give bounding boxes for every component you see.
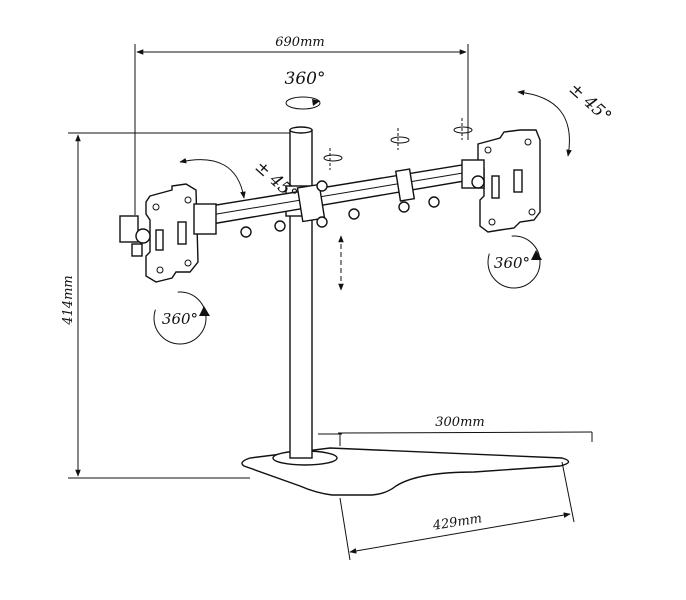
height-label: 414mm [61, 275, 76, 325]
left-rotation-indicator: 360° [153, 291, 210, 345]
left-vesa-plate [119, 183, 217, 283]
arm-swivel-markers [323, 118, 473, 170]
right-tilt-label: ± 45° [565, 79, 615, 127]
right-vesa-plate [461, 129, 541, 233]
base-depth-dimension: 300mm [318, 415, 593, 446]
horizontal-arm [197, 161, 483, 238]
width-dimension: 690mm [134, 35, 469, 215]
height-dimension: 414mm [61, 132, 290, 479]
left-tilt-joint [119, 215, 139, 243]
left-rotation-label: 360° [162, 310, 198, 328]
width-label: 690mm [275, 35, 324, 50]
right-rotation-indicator: 360° [487, 235, 542, 289]
cable-clips [240, 180, 440, 238]
rotation-arrow-icon [312, 99, 320, 106]
right-rotation-label: 360° [494, 254, 530, 272]
base-depth-label: 300mm [435, 415, 484, 430]
right-rotation-arrow-icon [531, 250, 542, 260]
pole-rotation-label: 360° [285, 69, 326, 89]
left-tilt-indicator: ± 45° [179, 157, 301, 205]
left-rotation-arrow-icon [199, 306, 210, 316]
pole-rotation-indicator: 360° [285, 69, 326, 110]
vertical-pole [285, 126, 317, 459]
